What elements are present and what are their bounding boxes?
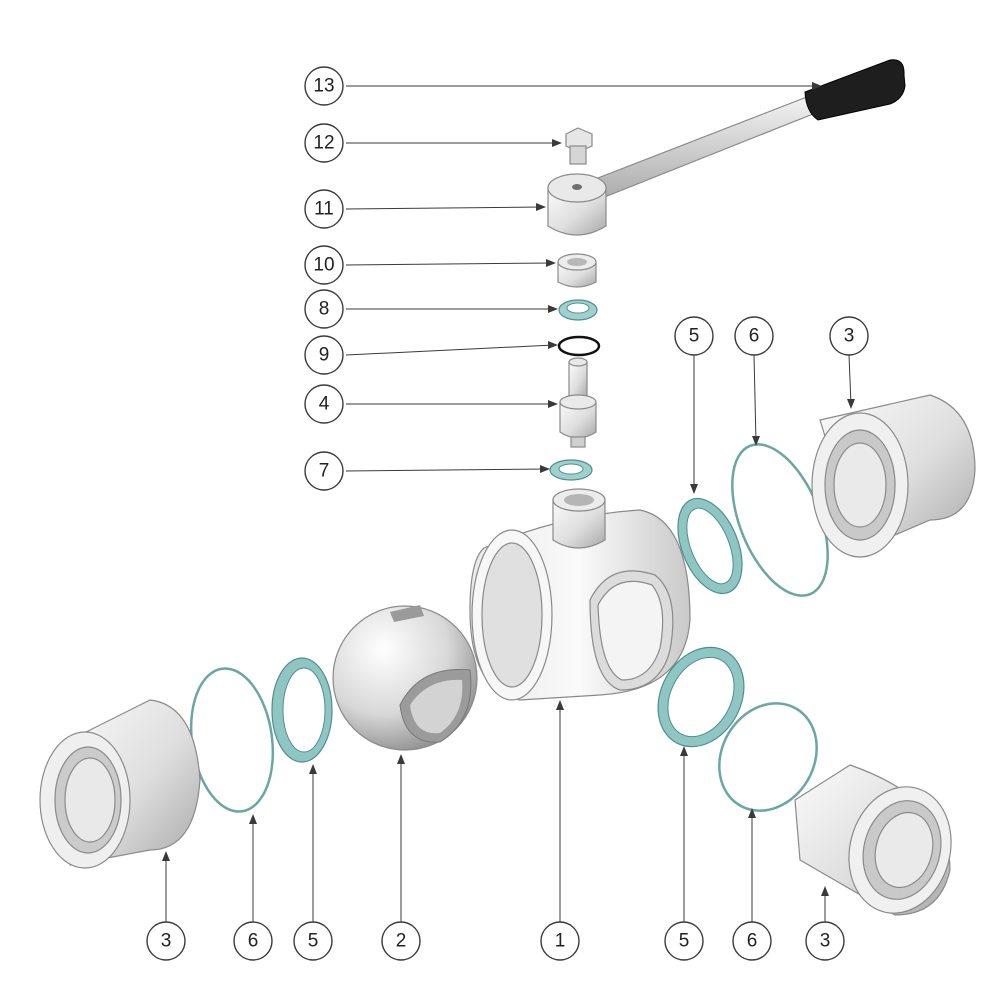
callout-3-bottom-right: 3 bbox=[805, 921, 845, 961]
seat-ring-left-part bbox=[271, 657, 333, 763]
callout-9: 9 bbox=[304, 335, 344, 375]
callout-11: 11 bbox=[304, 189, 344, 229]
callout-5-top: 5 bbox=[674, 316, 714, 356]
svg-text:6: 6 bbox=[747, 931, 758, 952]
callout-6-top: 6 bbox=[734, 316, 774, 356]
svg-text:3: 3 bbox=[820, 931, 831, 952]
svg-text:5: 5 bbox=[308, 931, 319, 952]
union-end-bottom-right-part bbox=[794, 764, 952, 916]
svg-text:5: 5 bbox=[689, 326, 700, 347]
callout-7: 7 bbox=[304, 451, 344, 491]
svg-text:12: 12 bbox=[313, 133, 334, 154]
union-end-left-part bbox=[39, 699, 201, 869]
svg-text:9: 9 bbox=[319, 345, 330, 366]
callout-12: 12 bbox=[304, 123, 344, 163]
stem-seal-part bbox=[558, 299, 598, 321]
svg-text:11: 11 bbox=[314, 199, 334, 220]
svg-text:7: 7 bbox=[319, 461, 330, 482]
stop-collar-part bbox=[557, 253, 597, 288]
svg-text:3: 3 bbox=[161, 931, 172, 952]
callout-3-top: 3 bbox=[829, 316, 869, 356]
bolt-part bbox=[565, 127, 593, 165]
callout-5-bottom-right: 5 bbox=[664, 921, 704, 961]
svg-text:6: 6 bbox=[248, 931, 259, 952]
callout-6-bottom-left: 6 bbox=[233, 921, 273, 961]
seat-ring-bottom-right-part bbox=[657, 646, 745, 748]
stem-lower-seal-part bbox=[549, 459, 593, 481]
svg-text:4: 4 bbox=[319, 394, 330, 415]
callout-13: 13 bbox=[304, 66, 344, 106]
ball-part bbox=[332, 605, 478, 751]
leader-lines bbox=[162, 82, 855, 922]
callout-10: 10 bbox=[304, 245, 344, 285]
svg-text:8: 8 bbox=[319, 299, 330, 320]
valve-body-part bbox=[469, 488, 691, 701]
gasket-bottom-right-part bbox=[718, 702, 818, 812]
union-end-top-right-part bbox=[811, 394, 976, 558]
callout-6-bottom-right: 6 bbox=[732, 921, 772, 961]
callout-2: 2 bbox=[381, 921, 421, 961]
svg-text:13: 13 bbox=[313, 76, 334, 97]
callout-8: 8 bbox=[304, 289, 344, 329]
callout-4: 4 bbox=[304, 384, 344, 424]
callout-1: 1 bbox=[540, 921, 580, 961]
svg-text:3: 3 bbox=[844, 326, 855, 347]
svg-text:10: 10 bbox=[313, 255, 334, 276]
svg-text:1: 1 bbox=[555, 931, 566, 952]
svg-text:2: 2 bbox=[396, 931, 407, 952]
handle-hub-part bbox=[547, 173, 607, 236]
seat-ring-top-right-part bbox=[677, 497, 743, 595]
svg-text:5: 5 bbox=[679, 931, 690, 952]
handle-lever-part bbox=[584, 59, 906, 203]
callout-5-bottom-left: 5 bbox=[293, 921, 333, 961]
callout-3-bottom-left: 3 bbox=[146, 921, 186, 961]
o-ring-part bbox=[557, 335, 601, 357]
svg-text:6: 6 bbox=[749, 326, 760, 347]
stem-part bbox=[559, 357, 597, 448]
